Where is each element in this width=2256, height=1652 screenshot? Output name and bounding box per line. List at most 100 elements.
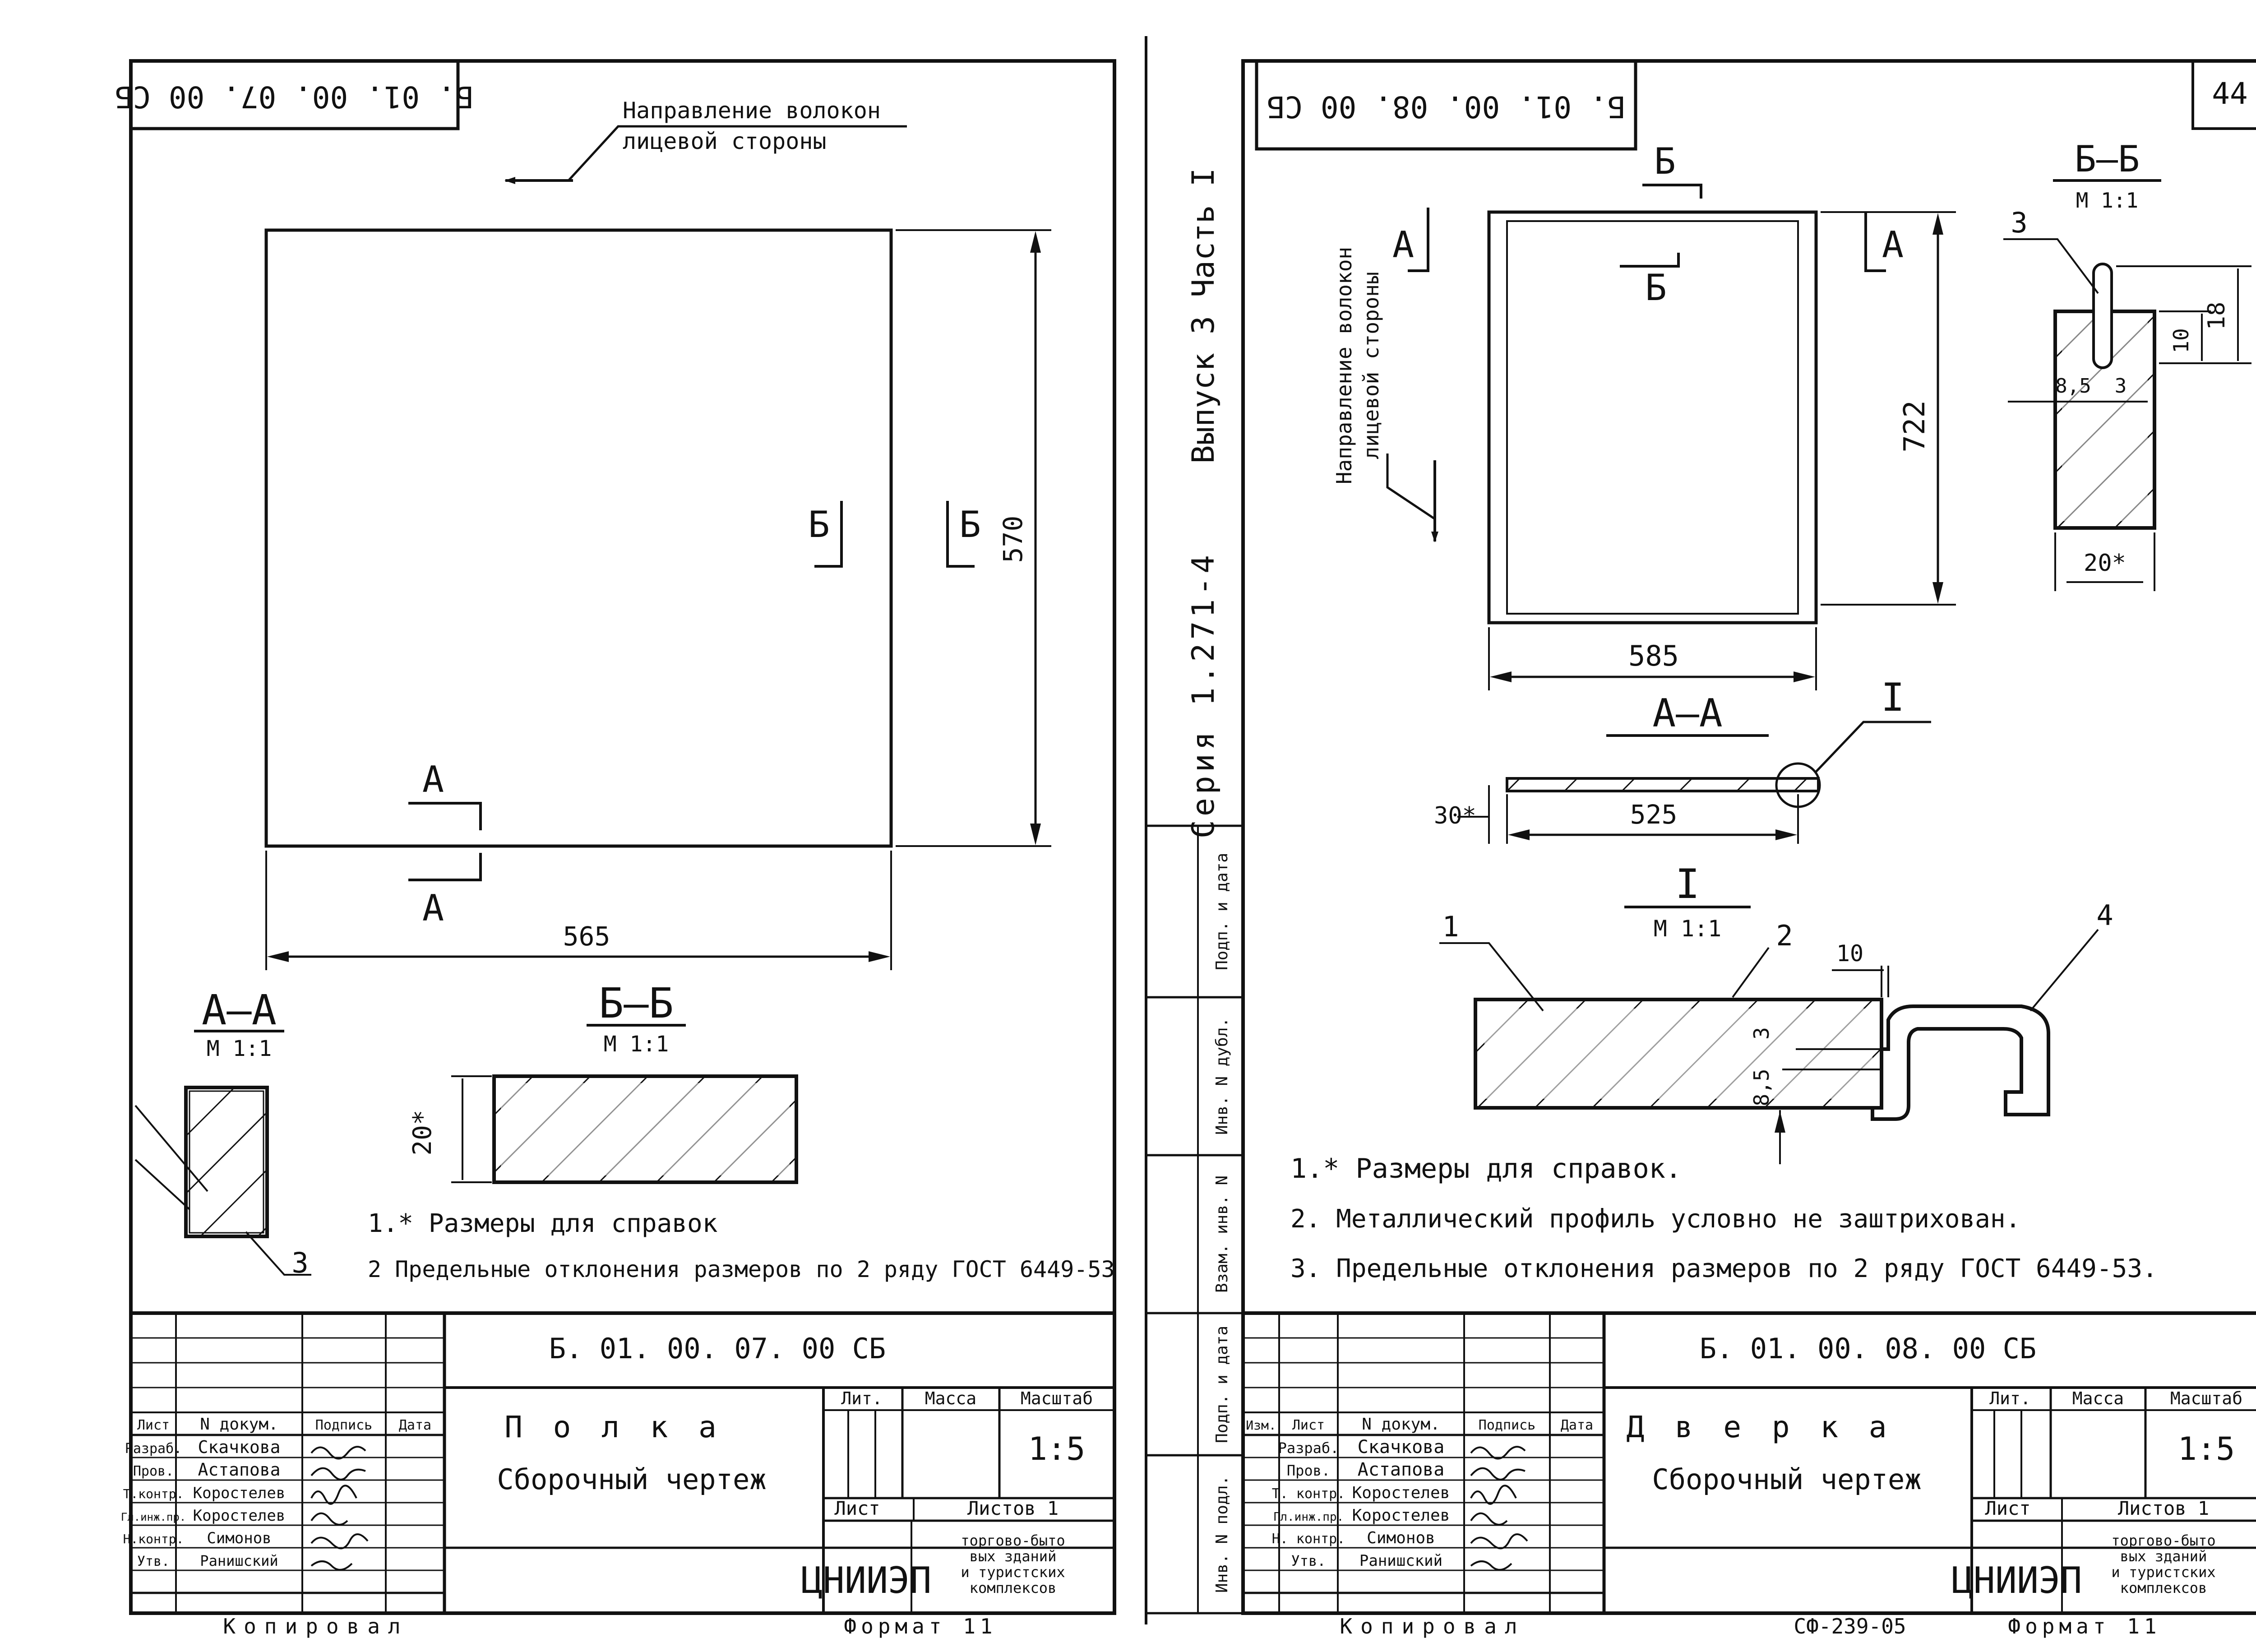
left-section-aa-leader-1 [134,1105,208,1192]
right-dim-585-arrow-left [1490,671,1512,682]
right-fiber-leader [1386,453,1436,520]
right-detail-callout-4: 4 [2096,899,2113,932]
side-box-0: Подп. и дата [1213,853,1231,970]
right-note-2: 2. Металлический профиль условно не зашт… [1290,1204,2020,1234]
right-tb-name-3: Коростелев [1352,1506,1450,1525]
right-dim-3: 3 [2115,375,2127,398]
right-tb-org-3: и турист­ских [2111,1564,2215,1581]
right-detail-dim-3: 3 [1749,1027,1774,1040]
left-tb-name-2b: Коростелев [193,1484,286,1502]
side-box-3: Подп. и дата [1213,1326,1231,1443]
right-tb-col-mass: Масса [2072,1388,2124,1408]
right-dim-18: 18 [2203,302,2230,330]
left-sheet: Б. 01. 00. 07. 00 СБ Направление волокон… [115,59,1116,1638]
left-fiber-leader [568,125,907,181]
left-cut-b-left [814,501,843,568]
right-dim-30: 30* [1434,802,1476,829]
left-cut-a-bottom [408,853,482,881]
right-detail-dim-10: 10 [1836,940,1863,967]
right-tb-col-scale: Масштаб [2170,1388,2242,1408]
right-tb-hdr-izm: Изм. [1246,1418,1276,1433]
right-tb-hdr-list: Лист [1292,1417,1325,1433]
right-detail-callout-2: 2 [1776,919,1793,952]
side-series: Серия 1.271-4 [1186,551,1221,838]
right-section-aa-body [1506,777,1820,792]
left-section-bb-scale: М 1:1 [604,1032,669,1057]
left-tb-code: Б. 01. 00. 07. 00 СБ [549,1332,886,1365]
left-section-aa-inner [189,1090,264,1234]
left-tb-org-4: комплексов [970,1579,1057,1596]
right-cut-b-top [1642,184,1702,199]
left-tb-org-3: и турист­ских [961,1564,1065,1581]
right-tb-org-1: торгово-быто [2111,1532,2215,1549]
left-dim-20: 20* [408,1110,437,1155]
left-tb-sheet: Лист [834,1497,880,1519]
right-fiber-note-2: лицевой стороны [1359,272,1383,459]
right-tb-scale: 1:5 [2178,1430,2235,1467]
side-box-4: Инв. N подл. [1213,1476,1231,1593]
right-detail-title: I [1675,861,1700,908]
right-label-b-top: Б [1654,140,1676,182]
left-bottom-copy: Копировал [223,1614,408,1638]
left-tb-col-lit: Лит. [841,1388,883,1408]
right-tb-org-4: комплексов [2120,1579,2207,1596]
right-label-a-left: А [1392,224,1414,266]
side-issue: Выпуск 3 Часть I [1186,168,1221,463]
left-section-bb-title: Б—Б [599,979,674,1027]
right-tb-name-5: Ранишский [1359,1552,1442,1570]
left-note-1: 1.* Размеры для справок [368,1209,717,1238]
right-detail-dim-85: 8,5 [1749,1069,1774,1106]
left-callout-3-leader [245,1231,311,1276]
left-dim-570-arrow-top [1030,231,1041,253]
left-fiber-note: Направление волокон [623,97,881,124]
left-tb-signatures [310,1446,369,1571]
right-detail-callout-2-leader [1732,947,1770,998]
left-tb-role-5: Утв. [137,1554,170,1569]
right-callout-I: I [1881,675,1905,720]
left-tb-role-4: Н.контр. [123,1532,184,1546]
right-tb-role-2: Т. контр. [1272,1486,1345,1502]
right-tb-sheets: Листов 1 [2118,1497,2209,1519]
right-cut-b-bottom [1620,253,1680,268]
right-callout-3: 3 [2011,206,2027,239]
left-tb-org-2: вых зданий [970,1548,1057,1565]
left-cut-b-right [946,501,975,568]
left-section-aa-leader-2 [134,1159,190,1210]
right-tb-role-5: Утв. [1291,1552,1326,1569]
right-detail-profile [1871,1000,2050,1121]
right-stamp-code: Б. 01. 00. 08. 00 СБ [1267,89,1626,124]
left-title-block [131,1311,1114,1613]
right-tb-name-1: Д в е р к а [1626,1410,1893,1444]
left-tb-role-2: Т.контр. [123,1486,184,1501]
left-section-aa-body [184,1086,269,1238]
left-tb-role-1: Пров. [133,1463,174,1479]
right-detail-arrow [1775,1111,1785,1133]
left-stamp-box [129,59,460,130]
right-detail-callout-4-leader [2029,929,2099,1012]
left-tb-name-0: Скачкова [198,1437,280,1457]
left-tb-org-1: торгово-быто [961,1532,1065,1549]
right-sheet [1241,59,2256,1615]
right-bottom-doc: СФ-239-05 [1794,1614,1906,1638]
left-tb-sheets: Листов 1 [967,1497,1059,1519]
right-tb-sheet: Лист [1985,1497,2030,1519]
right-tb-name-1b: Астапова [1358,1459,1445,1480]
left-tb-name-5: Ранишский [200,1552,278,1569]
right-dim-525-arrow-left [1508,829,1530,840]
right-tb-role-0: Разраб. [1278,1439,1339,1457]
right-tb-name-4: Симонов [1367,1529,1435,1547]
right-frame [1241,59,2256,1615]
left-tb-role-0: Разраб. [125,1441,182,1457]
side-box-2: Взам. инв. N [1213,1175,1231,1293]
left-tb-name-4: Симонов [207,1529,271,1547]
left-frame [129,59,1116,1615]
right-tb-role-4: Н. контр. [1272,1531,1345,1547]
right-tb-name-0: Скачкова [1358,1437,1445,1458]
right-dim-525-arrow-right [1775,829,1797,840]
right-tb-code: Б. 01. 00. 08. 00 СБ [1700,1332,2037,1365]
right-note-3: 3. Предельные отклонения размеров по 2 р… [1290,1254,2158,1283]
right-dim-585: 585 [1628,639,1679,672]
left-fiber-note-2: лицевой стороны [623,128,827,154]
left-section-aa-scale: М 1:1 [207,1036,272,1061]
right-detail-callout-1-leader [1439,942,1544,1012]
